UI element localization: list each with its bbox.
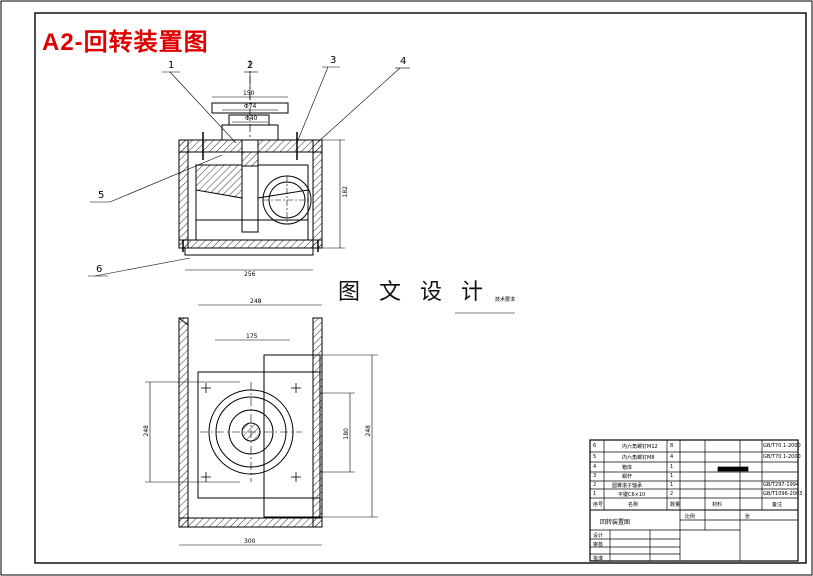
dim-plan-height-left: 248: [143, 425, 150, 437]
tb-row-name: 平键C6×10: [618, 492, 646, 498]
tb-row-no: 1: [593, 491, 597, 497]
callout-1: 1: [168, 60, 175, 71]
tb-row-std: GB/T297-1994: [763, 482, 800, 488]
tb-label-check: 审核: [593, 542, 604, 548]
tb-row-std: GB/T70.1-2000: [763, 443, 801, 449]
callout-2: 2: [247, 60, 254, 71]
watermark-text: 图 文 设 计: [338, 280, 489, 305]
tb-row-qty: 8: [670, 443, 674, 449]
tb-row-no: 3: [593, 473, 597, 479]
dim-side-height: 182: [342, 186, 349, 198]
tb-header-name: 名称: [628, 502, 639, 508]
plan-view: [145, 304, 378, 546]
tb-label-scale: 比例: [685, 514, 696, 520]
title-block-grid: [589, 439, 799, 562]
tb-row-no: 5: [593, 454, 597, 460]
dim-top-small: Φ40: [245, 115, 258, 122]
tb-header-std: 备注: [772, 502, 783, 508]
drawing-title: A2-回转装置图: [42, 29, 209, 56]
dim-plan-inner: 175: [246, 333, 258, 340]
tb-row-std: GB/T1096-2003: [763, 491, 803, 497]
tb-row-name: 内六角螺钉M12: [622, 444, 658, 450]
front-section-view: [88, 60, 410, 277]
dim-base-width: 256: [244, 271, 256, 278]
callout-4: 4: [400, 56, 407, 67]
dim-plan-height-right: 248: [365, 425, 372, 437]
technical-note-title: 技术要求: [495, 297, 516, 303]
tb-label-approve: 批准: [593, 556, 604, 562]
tb-row-std: GB/T70.1-2000: [763, 454, 801, 460]
tb-header-no: 序号: [593, 502, 604, 508]
tb-row-no: 4: [593, 464, 597, 470]
tb-row-name: 圆锥滚子轴承: [612, 483, 643, 489]
dim-plan-width: 248: [250, 298, 262, 305]
callout-6: 6: [96, 264, 103, 275]
tb-row-no: 6: [593, 443, 597, 449]
dim-plan-bottom: 300: [244, 538, 256, 545]
tb-drawing-name: 回转装置图: [600, 519, 631, 526]
tb-row-qty: 1: [670, 482, 674, 488]
tb-header-mat: 材料: [712, 502, 723, 508]
dim-plan-height-mid: 180: [343, 428, 350, 440]
inner-frame: [34, 12, 807, 564]
callout-3: 3: [330, 55, 337, 66]
tb-row-qty: 1: [670, 473, 674, 479]
tb-row-qty: 1: [670, 464, 674, 470]
dim-top-width: 150: [243, 90, 255, 97]
tb-header-qty: 数量: [670, 502, 681, 508]
dim-top-inner: Φ74: [244, 103, 257, 110]
callout-5: 5: [98, 190, 105, 201]
tb-label-sheet: 张: [745, 514, 751, 520]
tb-label-design: 设计: [593, 533, 604, 539]
tb-row-no: 2: [593, 482, 597, 488]
tb-row-qty: 2: [670, 491, 674, 497]
tb-row-name: 箱体: [622, 465, 633, 471]
tb-row-qty: 4: [670, 454, 674, 460]
tb-row-name: 内六角螺钉M8: [622, 455, 655, 461]
tb-row-name: 蜗杆: [622, 474, 633, 480]
